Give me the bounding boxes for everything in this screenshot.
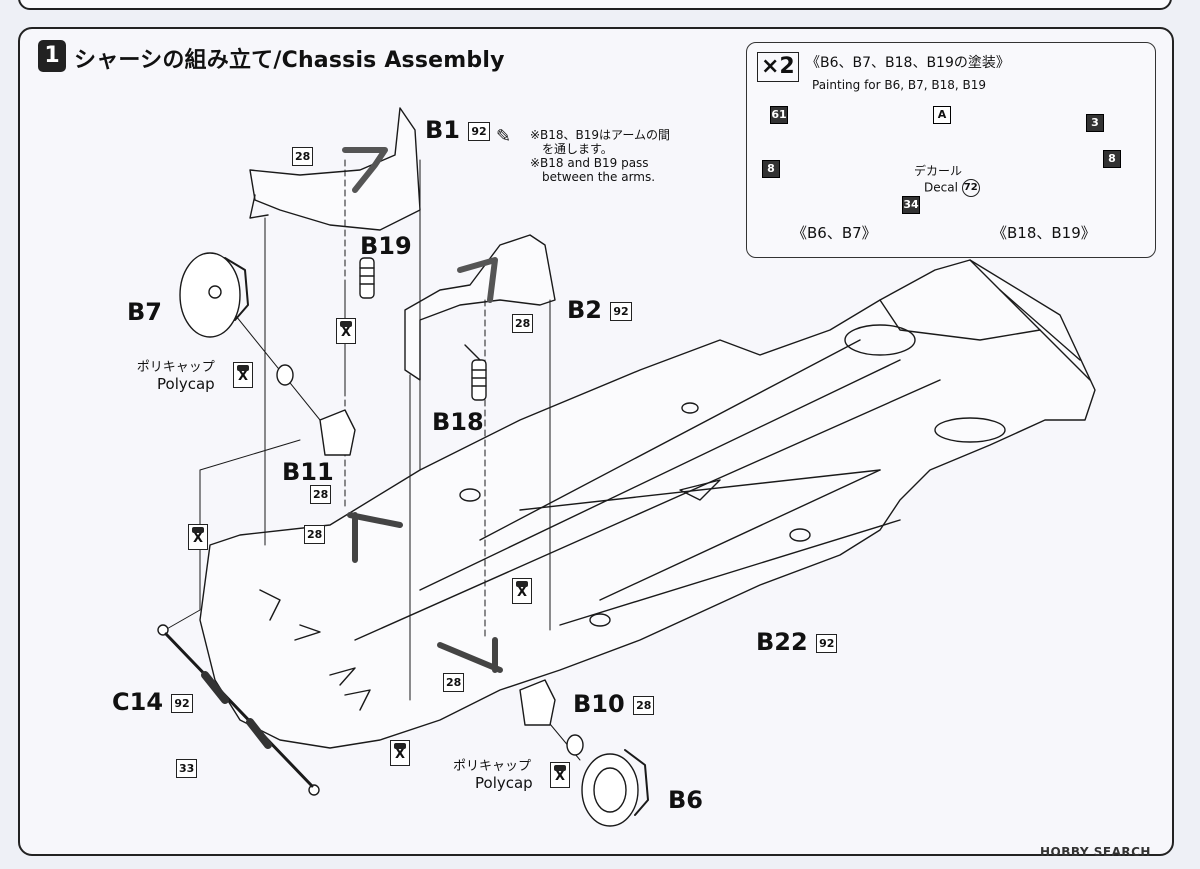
part-label-b10: B10 28 <box>573 690 655 718</box>
part-label-b1: B1 92 <box>425 116 490 144</box>
color-mark-33: 33 <box>176 758 198 778</box>
part-label-b6: B6 <box>668 786 703 814</box>
b10-upright <box>519 679 584 756</box>
color-code-a: A <box>933 106 951 124</box>
color-mark-b11: 28 <box>310 484 332 504</box>
b11-upright <box>276 364 356 456</box>
color-mark-28-b2: 28 <box>512 313 534 333</box>
color-mark-28-arm-front: 28 <box>304 524 326 544</box>
b19-shock <box>359 257 375 299</box>
tweezers-icon: ✎ <box>496 126 512 147</box>
plating-mark-b1: 92 <box>468 121 490 141</box>
plating-mark-b22: 92 <box>816 633 838 653</box>
polycap-icon: X <box>188 524 208 550</box>
color-code-8-shock: 8 <box>1103 150 1121 168</box>
part-label-b19: B19 <box>360 232 412 260</box>
painting-title-jp: 《B6、B7、B18、B19の塗装》 <box>806 55 1010 71</box>
polycap-label-front: ポリキャップ Polycap <box>136 360 215 393</box>
polycap-icon: X <box>512 578 532 604</box>
watermark-logo: HOBBY SEARCH <box>1040 845 1151 859</box>
color-mark-28-b1: 28 <box>292 146 314 166</box>
part-label-b22: B22 92 <box>756 628 838 656</box>
b7-rotor <box>179 252 249 338</box>
color-mark-28-arm-rear: 28 <box>443 672 465 692</box>
b1-panel <box>249 107 421 231</box>
part-label-b18: B18 <box>432 408 484 436</box>
color-code-8: 8 <box>762 160 780 178</box>
color-mark-b10: 28 <box>633 695 655 715</box>
plating-mark-c14: 92 <box>171 693 193 713</box>
part-label-c14: C14 92 <box>112 688 193 716</box>
b2-panel <box>404 234 556 381</box>
part-label-b7: B7 <box>127 298 162 326</box>
quantity-multiplier: ×2 <box>757 52 799 82</box>
step-number-badge: 1 <box>38 40 66 72</box>
color-code-34: 34 <box>902 196 920 214</box>
polycap-label-rear: ポリキャップ Polycap <box>453 759 533 792</box>
painting-title-en: Painting for B6, B7, B18, B19 <box>812 78 987 92</box>
polycap-icon: X <box>550 762 570 788</box>
b6-rotor <box>581 749 649 827</box>
plating-mark-b2: 92 <box>610 301 632 321</box>
decal-number: 72 <box>961 179 980 197</box>
polycap-icon: X <box>336 318 356 344</box>
painting-guide-box <box>746 42 1156 258</box>
painting-caption-rotor: 《B6、B7》 <box>792 224 877 242</box>
decal-label: デカール Decal 72 <box>914 162 980 197</box>
c14-tie-bar <box>157 624 320 796</box>
chassis-floor-outline <box>199 259 1096 749</box>
polycap-icon: X <box>390 740 410 766</box>
step-title: シャーシの組み立て/Chassis Assembly <box>74 48 505 73</box>
color-code-3: 3 <box>1086 114 1104 132</box>
assembly-note: ※B18、B19はアームの間 を通します。 ※B18 and B19 pass … <box>530 128 670 184</box>
color-code-61: 61 <box>770 106 788 124</box>
b18-shock <box>464 344 487 401</box>
painting-caption-shock: 《B18、B19》 <box>992 224 1096 242</box>
part-label-b2: B2 92 <box>567 296 632 324</box>
polycap-icon: X <box>233 362 253 388</box>
part-label-b11: B11 <box>282 458 334 486</box>
